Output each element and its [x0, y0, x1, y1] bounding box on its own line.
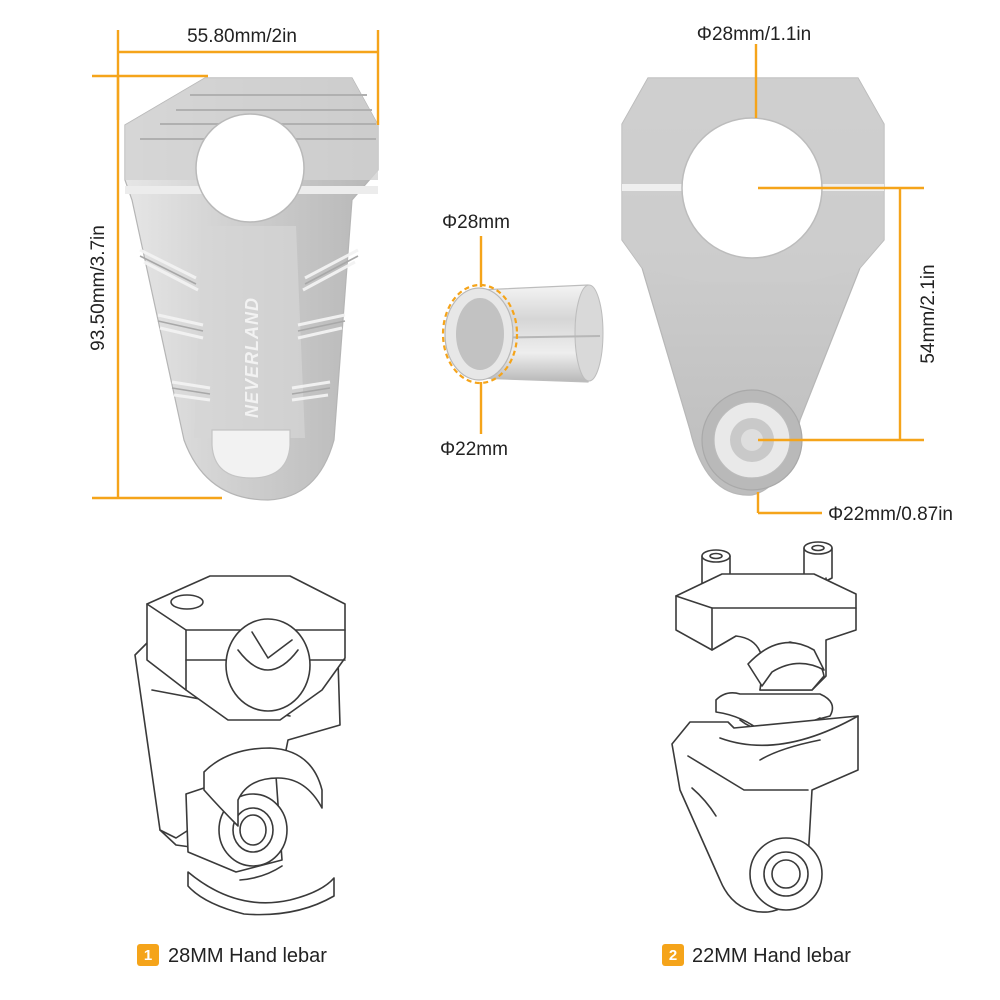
front-height-label: 93.50mm/3.7in	[88, 225, 109, 351]
riser-front-view: NEVERLAND	[124, 77, 379, 501]
dimension-front-height: 93.50mm/3.7in	[88, 74, 222, 500]
caption-1-label: 28MM Hand lebar	[168, 945, 327, 967]
side-bottom-bore-hole	[741, 429, 763, 451]
riser-side-view: Φ28mm/1.1in 54mm/2.1in Φ22mm/0.87in	[621, 24, 953, 525]
sleeve-inner-label: Φ22mm	[440, 439, 508, 460]
caption-1: 1 28MM Hand lebar	[137, 944, 327, 967]
sleeve-outer-diameter-ring	[441, 283, 519, 385]
sleeve-outer-label: Φ28mm	[442, 212, 510, 233]
brand-logo-text: NEVERLAND	[242, 297, 262, 418]
install-diagram-28mm	[134, 575, 346, 916]
reducer-sleeve: Φ28mm Φ22mm	[440, 212, 604, 460]
top-bore-hole	[195, 113, 305, 223]
front-width-label: 55.80mm/2in	[187, 26, 297, 47]
side-center-distance-label: 54mm/2.1in	[918, 264, 939, 363]
caption-2: 2 22MM Hand lebar	[662, 944, 851, 967]
side-bottom-bore-label: Φ22mm/0.87in	[828, 504, 953, 525]
side-top-bore-label: Φ28mm/1.1in	[697, 24, 811, 45]
caption-2-label: 22MM Hand lebar	[692, 945, 851, 967]
caption-badge-1	[137, 944, 159, 966]
install-diagram-22mm	[671, 541, 859, 913]
caption-badge-1-number: 1	[144, 947, 152, 964]
caption-badge-2	[662, 944, 684, 966]
caption-badge-2-number: 2	[669, 947, 677, 964]
